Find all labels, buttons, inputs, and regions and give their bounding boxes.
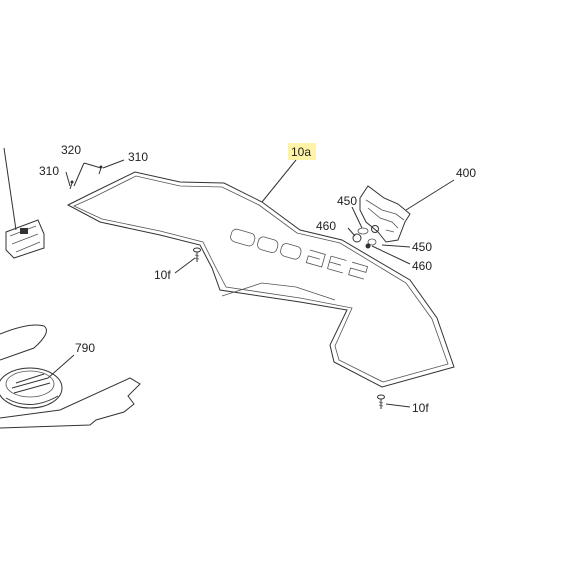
callout-460-left: 460 <box>316 219 336 233</box>
callout-10f-bottom: 10f <box>412 401 429 415</box>
washer-nut-hardware <box>352 225 379 249</box>
callout-790: 790 <box>75 341 95 355</box>
callout-450-bottom: 450 <box>412 240 432 254</box>
callout-310-left: 310 <box>39 164 59 178</box>
callout-320: 320 <box>61 143 81 157</box>
callout-10a: 10a <box>291 145 311 159</box>
callout-400: 400 <box>456 166 476 180</box>
callout-10a-highlight <box>288 143 316 160</box>
leader-lines <box>47 159 455 408</box>
round-cap-part <box>0 367 63 409</box>
floor-panel-part <box>0 324 141 429</box>
left-bracket-part <box>3 147 45 259</box>
callout-10f-left: 10f <box>154 268 171 282</box>
screw-10f-left <box>193 247 201 262</box>
small-screws-hardware <box>69 165 103 190</box>
callout-310-top: 310 <box>128 150 148 164</box>
footrest-mat-part <box>66 171 455 388</box>
callout-460-bottom: 460 <box>412 259 432 273</box>
screw-10f-bottom <box>377 394 385 409</box>
brand-lettering-decal <box>230 228 369 280</box>
mounting-bracket-part <box>359 185 411 243</box>
callout-450-top: 450 <box>337 194 357 208</box>
